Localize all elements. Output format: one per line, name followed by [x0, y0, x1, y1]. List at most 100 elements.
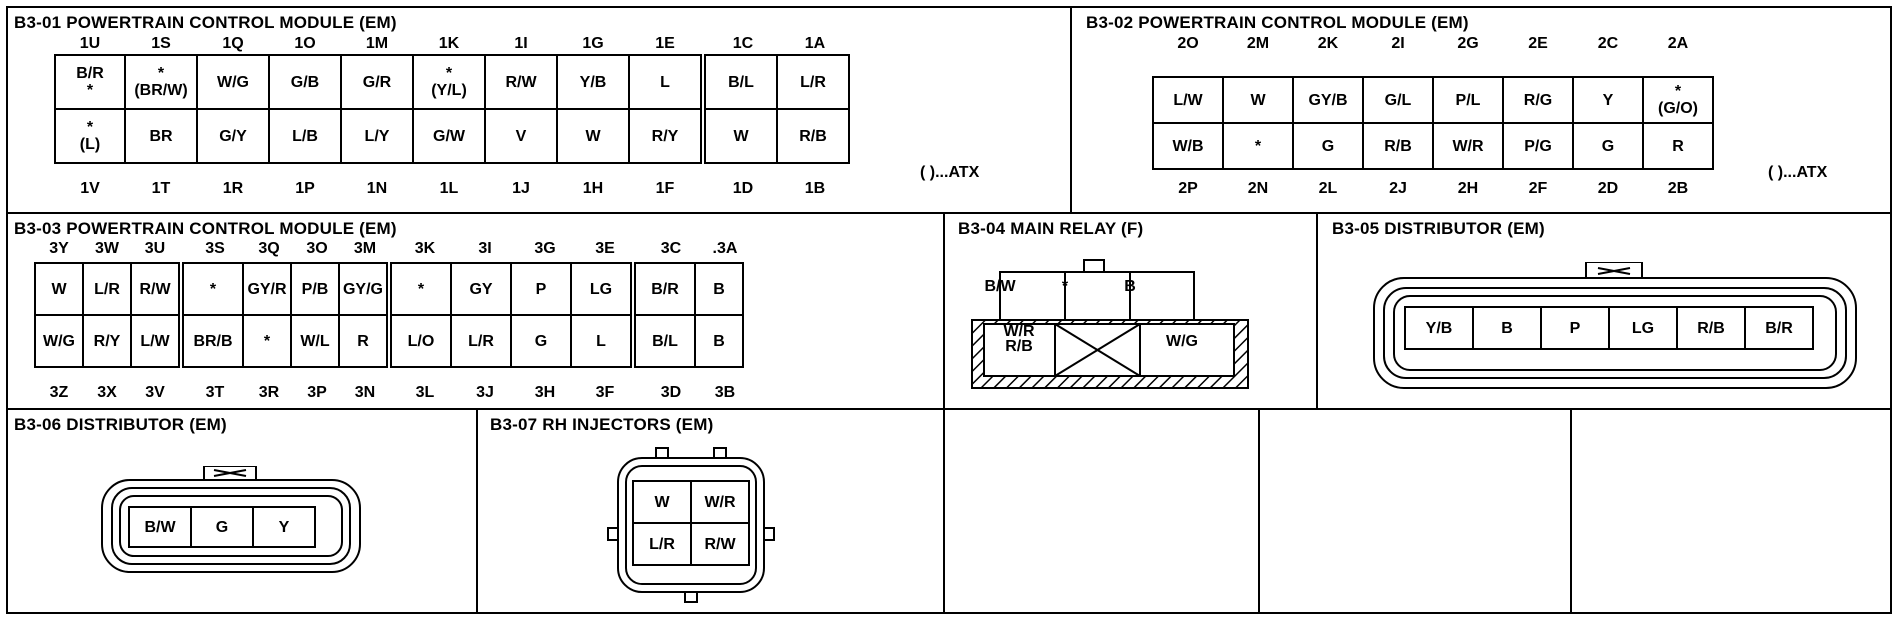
- b303-cavity: G: [510, 314, 572, 368]
- b303-cavity: L/O: [388, 314, 452, 368]
- b307-cavity: R/W: [690, 522, 750, 566]
- b302-cavity: G/L: [1362, 76, 1434, 124]
- b301-atx-note: ( )...ATX: [920, 164, 980, 181]
- b304-cavity: W/G: [1166, 333, 1198, 350]
- b301-cavity: V: [484, 108, 558, 164]
- b303-bottom-pin-label: 3N: [354, 384, 376, 401]
- b301-cavity: L/Y: [340, 108, 414, 164]
- b303-cavity: B: [694, 262, 744, 316]
- b302-cavity: GY/B: [1292, 76, 1364, 124]
- b301-cavity: R/B: [776, 108, 850, 164]
- b307-cavity: W/R: [690, 480, 750, 524]
- b304-relay-connector: [971, 259, 1249, 389]
- b302-bottom-pin-label: 2L: [1318, 180, 1338, 197]
- b302-cavity: W/B: [1152, 122, 1224, 170]
- divider-empty2-empty3: [1570, 408, 1572, 614]
- b301-cavity: G/Y: [196, 108, 270, 164]
- b302-title: B3-02 POWERTRAIN CONTROL MODULE (EM): [1086, 13, 1469, 32]
- b302-top-pin-label: 2K: [1317, 35, 1339, 52]
- divider-empty1-empty2: [1258, 408, 1260, 614]
- b303-top-pin-label: 3U: [144, 240, 166, 257]
- b303-cavity: B: [694, 314, 744, 368]
- b302-bottom-pin-label: 2B: [1667, 180, 1689, 197]
- b303-cavity: B/L: [632, 314, 696, 368]
- b302-cavity: G: [1292, 122, 1364, 170]
- b303-top-pin-label: 3K: [414, 240, 436, 257]
- b301-cavity: B/R*: [54, 54, 126, 110]
- b301-bottom-pin-label: 1F: [655, 180, 675, 197]
- b302-top-pin-label: 2I: [1391, 35, 1405, 52]
- b303-cavity: W/G: [34, 314, 84, 368]
- b301-cavity: *(BR/W): [124, 54, 198, 110]
- b302-cavity: P/G: [1502, 122, 1574, 170]
- b301-cavity: R/W: [484, 54, 558, 110]
- b301-top-pin-label: 1A: [804, 35, 826, 52]
- b302-top-pin-label: 2M: [1246, 35, 1270, 52]
- b303-cavity: B/R: [632, 262, 696, 316]
- b303-cavity: L: [570, 314, 636, 368]
- b302-top-pin-label: 2G: [1457, 35, 1479, 52]
- b301-top-pin-label: 1U: [79, 35, 101, 52]
- divider-b303-b304: [943, 212, 945, 408]
- diagram-frame: [6, 6, 1892, 614]
- b301-top-pin-label: 1M: [365, 35, 389, 52]
- b301-top-pin-label: 1O: [294, 35, 316, 52]
- b301-cavity: L: [628, 54, 706, 110]
- b303-bottom-pin-label: 3F: [595, 384, 615, 401]
- b301-top-pin-label: 1Q: [222, 35, 244, 52]
- b305-cavity: P: [1540, 306, 1610, 350]
- b303-cavity: W/L: [290, 314, 340, 368]
- row-divider-2: [6, 408, 1892, 410]
- b301-top-pin-label: 1K: [438, 35, 460, 52]
- b306-title: B3-06 DISTRIBUTOR (EM): [14, 415, 227, 434]
- b301-bottom-pin-label: 1T: [151, 180, 171, 197]
- b302-bottom-pin-label: 2P: [1178, 180, 1198, 197]
- b305-cavity: Y/B: [1404, 306, 1474, 350]
- b301-title: B3-01 POWERTRAIN CONTROL MODULE (EM): [14, 13, 397, 32]
- b302-cavity: *(G/O): [1642, 76, 1714, 124]
- b307-title: B3-07 RH INJECTORS (EM): [490, 415, 714, 434]
- b303-top-pin-label: 3I: [478, 240, 492, 257]
- b302-top-pin-label: 2A: [1667, 35, 1689, 52]
- b302-bottom-pin-label: 2H: [1457, 180, 1479, 197]
- b301-bottom-pin-label: 1B: [804, 180, 826, 197]
- b301-bottom-pin-label: 1D: [732, 180, 754, 197]
- b302-cavity: Y: [1572, 76, 1644, 124]
- b305-cavity: B: [1472, 306, 1542, 350]
- b304-title: B3-04 MAIN RELAY (F): [958, 219, 1144, 238]
- b303-bottom-pin-label: 3X: [97, 384, 117, 401]
- b303-cavity: *: [180, 262, 244, 316]
- b302-bottom-pin-label: 2J: [1389, 180, 1407, 197]
- b303-top-pin-label: 3M: [353, 240, 377, 257]
- b304-cavity: B: [1124, 278, 1136, 295]
- b303-cavity: L/R: [450, 314, 512, 368]
- b303-top-pin-label: 3C: [660, 240, 682, 257]
- b301-cavity: G/R: [340, 54, 414, 110]
- b303-cavity: LG: [570, 262, 636, 316]
- b303-top-pin-label: .3A: [712, 240, 738, 257]
- b301-cavity: *(L): [54, 108, 126, 164]
- b305-cavity: R/B: [1676, 306, 1746, 350]
- b303-top-pin-label: 3G: [534, 240, 556, 257]
- b301-cavity: W: [556, 108, 630, 164]
- b302-bottom-pin-label: 2F: [1528, 180, 1548, 197]
- b302-cavity: W: [1222, 76, 1294, 124]
- b303-bottom-pin-label: 3H: [534, 384, 556, 401]
- b305-title: B3-05 DISTRIBUTOR (EM): [1332, 219, 1545, 238]
- b303-cavity: R/W: [130, 262, 184, 316]
- b303-cavity: GY/G: [338, 262, 392, 316]
- row-divider-1: [6, 212, 1892, 214]
- b302-cavity: P/L: [1432, 76, 1504, 124]
- b303-cavity: L/W: [130, 314, 184, 368]
- b303-top-pin-label: 3O: [306, 240, 328, 257]
- b303-bottom-pin-label: 3D: [660, 384, 682, 401]
